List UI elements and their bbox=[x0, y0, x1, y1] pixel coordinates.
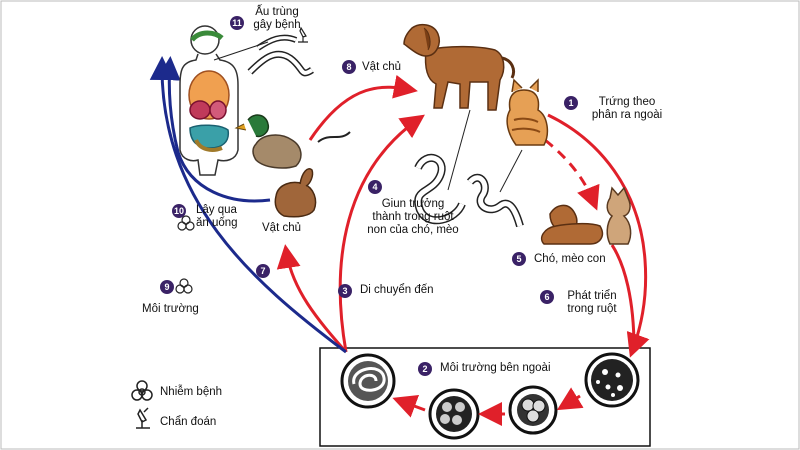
step-label-5: Chó, mèo con bbox=[534, 253, 606, 265]
step-label-6: Phát triển trong ruột bbox=[556, 290, 628, 316]
biohazard-icon bbox=[175, 278, 193, 294]
step-label-4: Giun trưởng thành trong ruột non của chó… bbox=[360, 198, 466, 237]
step-badge-10: 10 bbox=[172, 204, 186, 218]
arrow-egg-3-4 bbox=[392, 394, 426, 418]
step-label-7: Vật chủ bbox=[262, 222, 301, 234]
worm-squiggle bbox=[317, 131, 351, 143]
step-badge-6: 6 bbox=[540, 290, 554, 304]
step-4-line1: Giun trưởng bbox=[381, 198, 445, 210]
arrow-develop bbox=[610, 244, 636, 349]
step-4-line3: non của chó, mèo bbox=[367, 224, 459, 236]
larva-drawing bbox=[247, 34, 314, 77]
step-10-line2: ăn uống bbox=[196, 217, 238, 229]
puppy-drawing bbox=[540, 204, 604, 245]
step-label-9: Môi trường bbox=[142, 303, 199, 315]
kitten-drawing bbox=[606, 186, 632, 245]
pointer-dog bbox=[447, 109, 471, 191]
arrow-host-to-dog bbox=[308, 74, 418, 141]
step-4-line2: thành trong ruột bbox=[372, 211, 454, 223]
pointer-larva bbox=[213, 41, 269, 61]
arrow-to-paratenic bbox=[276, 244, 348, 353]
dog-drawing bbox=[403, 23, 516, 111]
egg-cleaving bbox=[508, 385, 558, 435]
step-badge-11: 11 bbox=[230, 16, 244, 30]
egg-unembryonated bbox=[584, 352, 640, 408]
rabbit-drawing bbox=[274, 168, 317, 218]
legend-infection-label: Nhiễm bệnh bbox=[160, 386, 223, 398]
step-badge-9: 9 bbox=[160, 280, 174, 294]
step-6-line2: trong ruột bbox=[567, 303, 617, 315]
microscope-icon bbox=[298, 26, 308, 43]
duck-drawing bbox=[234, 114, 302, 169]
step-label-1: Trứng theo phân ra ngoài bbox=[584, 96, 670, 122]
arrow-migrate bbox=[338, 114, 425, 353]
step-1-line2: phân ra ngoài bbox=[591, 109, 663, 121]
egg-morula bbox=[428, 388, 480, 440]
egg-embryonated bbox=[340, 353, 396, 409]
step-badge-2: 2 bbox=[418, 362, 432, 376]
biohazard-icon bbox=[177, 215, 195, 231]
step-label-3: Di chuyển đến bbox=[360, 284, 434, 296]
step-label-10: Lây qua ăn uống bbox=[196, 204, 238, 230]
step-badge-8: 8 bbox=[342, 60, 356, 74]
microscope-icon bbox=[136, 407, 150, 429]
cat-drawing bbox=[506, 78, 549, 146]
step-label-8: Vật chủ bbox=[362, 61, 401, 73]
step-label-2: Môi trường bên ngoài bbox=[440, 362, 551, 374]
pointer-cat bbox=[499, 149, 523, 193]
step-1-line1: Trứng theo bbox=[598, 96, 656, 108]
step-badge-3: 3 bbox=[338, 284, 352, 298]
arrow-dashed-puppy bbox=[544, 138, 600, 211]
step-badge-5: 5 bbox=[512, 252, 526, 266]
adult-worms-drawing bbox=[414, 153, 524, 228]
arrow-environment-human bbox=[149, 56, 347, 354]
arrow-egg-1-2 bbox=[556, 387, 584, 411]
step-label-11: Ấu trùng gây bệnh bbox=[248, 6, 306, 32]
step-badge-7: 7 bbox=[256, 264, 270, 278]
legend-diagnosis-label: Chẩn đoán bbox=[160, 416, 217, 428]
arrow-ingestion-human bbox=[156, 56, 271, 203]
human-figure bbox=[179, 25, 239, 176]
step-badge-4: 4 bbox=[368, 180, 382, 194]
step-10-line1: Lây qua bbox=[196, 204, 237, 216]
step-11-line2: gây bệnh bbox=[253, 19, 301, 31]
step-11-line1: Ấu trùng bbox=[255, 6, 299, 18]
step-6-line1: Phát triển bbox=[567, 290, 617, 302]
step-badge-1: 1 bbox=[564, 96, 578, 110]
biohazard-icon bbox=[131, 380, 153, 401]
arrow-eggs-out bbox=[547, 113, 650, 358]
